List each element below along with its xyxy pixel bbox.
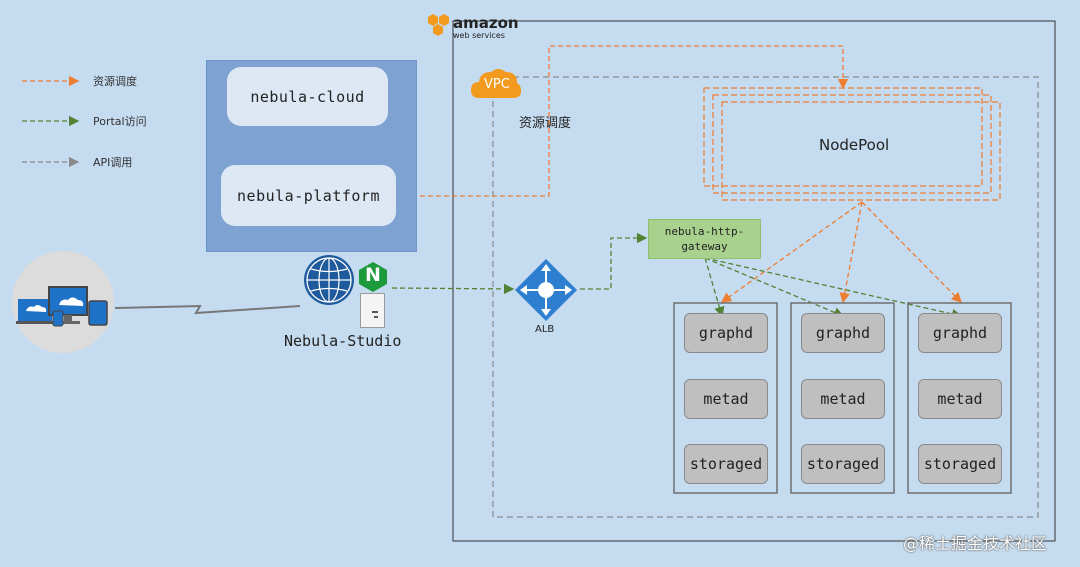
legend-label-scheduling: 资源调度 — [93, 75, 137, 88]
server-icon — [360, 293, 385, 328]
nodepool-to-col1 — [720, 201, 863, 303]
studio-label: Nebula-Studio — [284, 332, 402, 350]
globe-icon — [303, 254, 355, 306]
aws-sub: web services — [453, 31, 505, 40]
vpc-label: VPC — [484, 77, 510, 92]
metad-box[interactable]: metad — [918, 379, 1002, 419]
devices-icon — [16, 286, 108, 327]
legend-label-portal: Portal访问 — [93, 115, 147, 128]
alb-icon[interactable] — [514, 258, 578, 322]
gateway-to-graphd-1 — [704, 257, 725, 318]
alb-label: ALB — [535, 324, 555, 335]
alb-to-gateway-path — [580, 232, 648, 290]
aws-boundary — [452, 20, 1056, 542]
nginx-letter: N — [365, 264, 381, 286]
storaged-box[interactable]: storaged — [684, 444, 768, 484]
metad-box[interactable]: metad — [684, 379, 768, 419]
nebula-http-gateway[interactable]: nebula-http- gateway — [648, 219, 761, 259]
node-column-2 — [790, 302, 895, 494]
aws-brand: amazon — [453, 14, 519, 32]
nodepool-label[interactable]: NodePool — [819, 136, 890, 154]
gateway-to-graphd-2 — [704, 257, 845, 318]
node-column-3 — [907, 302, 1012, 494]
vpc-cloud-icon — [471, 66, 521, 100]
legend-label-api: API调用 — [93, 156, 133, 169]
gateway-line-2: gateway — [681, 240, 728, 253]
gateway-to-graphd-3 — [704, 257, 963, 320]
gateway-line-1: nebula-http- — [664, 225, 745, 238]
watermark: @稀土掘金技术社区 — [903, 534, 1048, 553]
device-link — [114, 304, 301, 315]
nodepool-to-col3 — [861, 201, 962, 303]
metad-box[interactable]: metad — [801, 379, 885, 419]
graphd-box[interactable]: graphd — [684, 313, 768, 353]
storaged-box[interactable]: storaged — [801, 444, 885, 484]
aws-cubes-icon — [427, 11, 451, 39]
graphd-box[interactable]: graphd — [918, 313, 1002, 353]
vpc-scheduling-label: 资源调度 — [519, 116, 572, 131]
node-column-1 — [673, 302, 778, 494]
nginx-icon: N — [358, 261, 388, 293]
nebula-platform-box[interactable]: nebula-platform — [221, 165, 396, 226]
graphd-box[interactable]: graphd — [801, 313, 885, 353]
studio-to-alb-arrow — [391, 283, 515, 295]
nebula-cloud-box[interactable]: nebula-cloud — [227, 67, 388, 126]
devices-circle — [12, 251, 114, 353]
vpc-boundary — [492, 76, 1039, 518]
storaged-box[interactable]: storaged — [918, 444, 1002, 484]
nodepool-to-col2 — [839, 201, 863, 304]
nodepool-frame-1 — [703, 87, 983, 187]
nodepool-frame-3 — [721, 101, 1001, 201]
platform-to-nodepool-path — [396, 45, 849, 197]
nodepool-frame-2 — [712, 94, 992, 194]
